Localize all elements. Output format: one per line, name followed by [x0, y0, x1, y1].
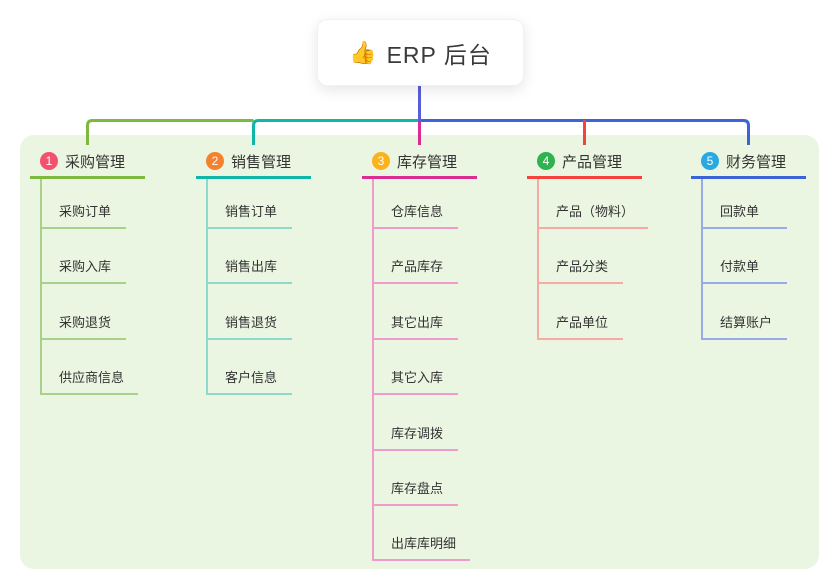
branch-node-finance[interactable]: 5 财务管理 — [691, 146, 806, 179]
branch-label: 财务管理 — [726, 153, 787, 171]
node-item[interactable]: 采购入库 — [42, 229, 126, 285]
node-item[interactable]: 付款单 — [703, 229, 787, 285]
branch-children: 回款单 付款单 结算账户 — [701, 179, 806, 340]
branch-badge: 4 — [537, 152, 555, 170]
branch-badge: 1 — [40, 152, 58, 170]
node-item[interactable]: 产品单位 — [539, 284, 623, 340]
branch-badge: 2 — [206, 152, 224, 170]
branch-sales: 2 销售管理 销售订单 销售出库 销售退货 客户信息 — [196, 146, 311, 396]
node-item[interactable]: 采购退货 — [42, 284, 126, 340]
branch-node-sales[interactable]: 2 销售管理 — [196, 146, 311, 179]
node-item[interactable]: 供应商信息 — [42, 340, 139, 396]
branch-product: 4 产品管理 产品（物料） 产品分类 产品单位 — [527, 146, 649, 340]
branch-children: 采购订单 采购入库 采购退货 供应商信息 — [40, 179, 145, 396]
node-label: 库存调拨 — [391, 425, 444, 441]
node-label: 采购退货 — [59, 314, 112, 330]
node-label: 销售订单 — [225, 204, 278, 219]
node-item[interactable]: 客户信息 — [208, 340, 292, 396]
branch-children: 仓库信息 产品库存 其它出库 其它入库 库存调拨 库存盘点 出库库明细 — [372, 179, 477, 562]
node-label: 库存盘点 — [391, 480, 444, 496]
node-label: 结算账户 — [720, 314, 773, 330]
node-item[interactable]: 销售出库 — [208, 229, 292, 285]
node-label: 产品分类 — [556, 259, 609, 275]
node-item[interactable]: 产品分类 — [539, 229, 623, 285]
node-label: 产品库存 — [391, 259, 444, 275]
node-item[interactable]: 产品（物料） — [539, 179, 649, 229]
branch-node-inventory[interactable]: 3 库存管理 — [362, 146, 477, 179]
node-label: 销售出库 — [225, 259, 278, 275]
node-item[interactable]: 库存调拨 — [374, 395, 458, 451]
node-item[interactable]: 销售退货 — [208, 284, 292, 340]
branch-node-purchase[interactable]: 1 采购管理 — [30, 146, 145, 179]
node-label: 仓库信息 — [391, 204, 444, 219]
branch-children: 产品（物料） 产品分类 产品单位 — [537, 179, 649, 340]
branch-label: 采购管理 — [65, 153, 126, 171]
node-item[interactable]: 仓库信息 — [374, 179, 458, 229]
node-label: 其它入库 — [391, 370, 444, 386]
node-label: 客户信息 — [225, 370, 278, 386]
branches-panel — [20, 135, 819, 569]
node-label: 采购入库 — [59, 259, 112, 275]
node-item[interactable]: 产品库存 — [374, 229, 458, 285]
branch-badge: 3 — [372, 152, 390, 170]
node-label: 供应商信息 — [59, 370, 125, 386]
branch-finance: 5 财务管理 回款单 付款单 结算账户 — [691, 146, 806, 340]
node-item[interactable]: 采购订单 — [42, 179, 126, 229]
node-label: 付款单 — [720, 259, 760, 275]
node-label: 其它出库 — [391, 314, 444, 330]
node-item[interactable]: 回款单 — [703, 179, 787, 229]
branch-badge: 5 — [701, 152, 719, 170]
node-item[interactable]: 出库库明细 — [374, 506, 471, 562]
node-item[interactable]: 结算账户 — [703, 284, 787, 340]
branch-purchase: 1 采购管理 采购订单 采购入库 采购退货 供应商信息 — [30, 146, 145, 396]
branch-children: 销售订单 销售出库 销售退货 客户信息 — [206, 179, 311, 396]
thumbs-up-icon: 👍 — [349, 39, 377, 65]
branch-inventory: 3 库存管理 仓库信息 产品库存 其它出库 其它入库 库存调拨 库存盘点 出库库… — [362, 146, 477, 562]
node-label: 产品单位 — [556, 314, 609, 330]
node-label: 出库库明细 — [391, 536, 457, 552]
root-node-label: ERP 后台 — [386, 41, 492, 68]
branch-label: 产品管理 — [562, 153, 623, 171]
root-node[interactable]: 👍 ERP 后台 — [317, 19, 524, 86]
branch-node-product[interactable]: 4 产品管理 — [527, 146, 642, 179]
node-item[interactable]: 其它出库 — [374, 284, 458, 340]
branch-label: 库存管理 — [397, 153, 458, 171]
node-item[interactable]: 库存盘点 — [374, 451, 458, 506]
node-item[interactable]: 销售订单 — [208, 179, 292, 229]
branch-label: 销售管理 — [231, 153, 292, 171]
node-item[interactable]: 其它入库 — [374, 340, 458, 396]
node-label: 回款单 — [720, 204, 760, 219]
node-label: 采购订单 — [59, 204, 112, 219]
node-label: 销售退货 — [225, 314, 278, 330]
node-label: 产品（物料） — [556, 204, 635, 219]
